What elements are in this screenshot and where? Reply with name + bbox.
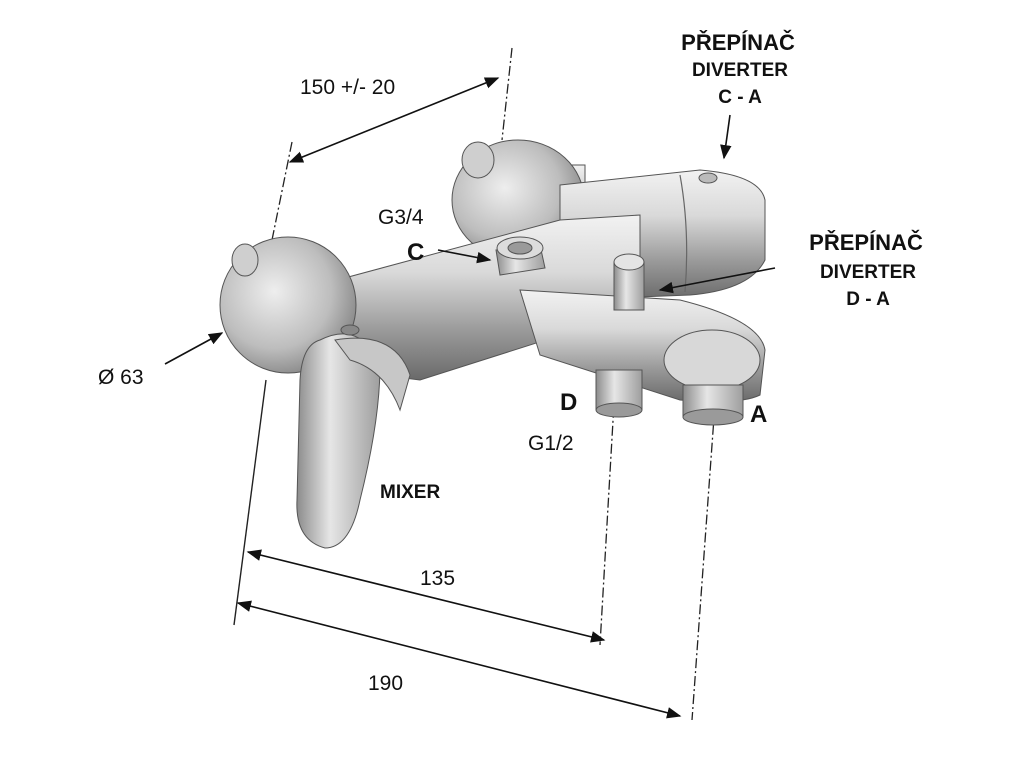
dimension-arrow-top [288,77,500,163]
dimension-top-label: 150 +/- 20 [300,76,395,99]
center-line-outlet-a [691,334,721,721]
diverter-ca-code: C - A [718,87,762,108]
inlet-thread-label: G3/4 [378,206,424,229]
diverter-da-code: D - A [846,289,890,310]
diverter-da-arrow [658,267,776,294]
diameter-arrow [164,332,224,365]
port-a-label: A [750,401,767,428]
mixer-lever [296,324,411,549]
dimension-arrow-135 [246,549,606,643]
outlet-thread-label: G1/2 [528,432,574,455]
center-line-right-inlet [501,47,513,141]
diverter-ca-subtitle: DIVERTER [692,60,788,81]
spout [519,289,766,403]
dimension-arrows [164,77,776,719]
outlet-d [595,369,643,418]
outlet-a [682,384,744,426]
port-d-label: D [560,389,577,416]
dimension-190-label: 190 [368,672,403,695]
diverter-da-subtitle: DIVERTER [820,262,916,283]
extension-line-body [233,379,267,626]
diverter-da-knob [613,253,645,311]
port-c-arrow [437,249,492,264]
diverter-ca-knob [698,172,718,184]
center-line-left-inlet [271,141,293,241]
port-c-nut [495,236,546,276]
dimension-135-label: 135 [420,567,455,590]
labels: 150 +/- 20 G3/4 C Ø 63 D G1/2 A MIXER 13… [98,30,923,695]
dimension-arrow-190 [236,600,682,719]
diverter-da-title: PŘEPÍNAČ [809,230,923,255]
diameter-label: Ø 63 [98,366,144,389]
diverter-ca-title: PŘEPÍNAČ [681,30,795,55]
mixer-label: MIXER [380,482,440,503]
diverter-ca-arrow [720,114,732,160]
port-c-label: C [407,239,424,266]
